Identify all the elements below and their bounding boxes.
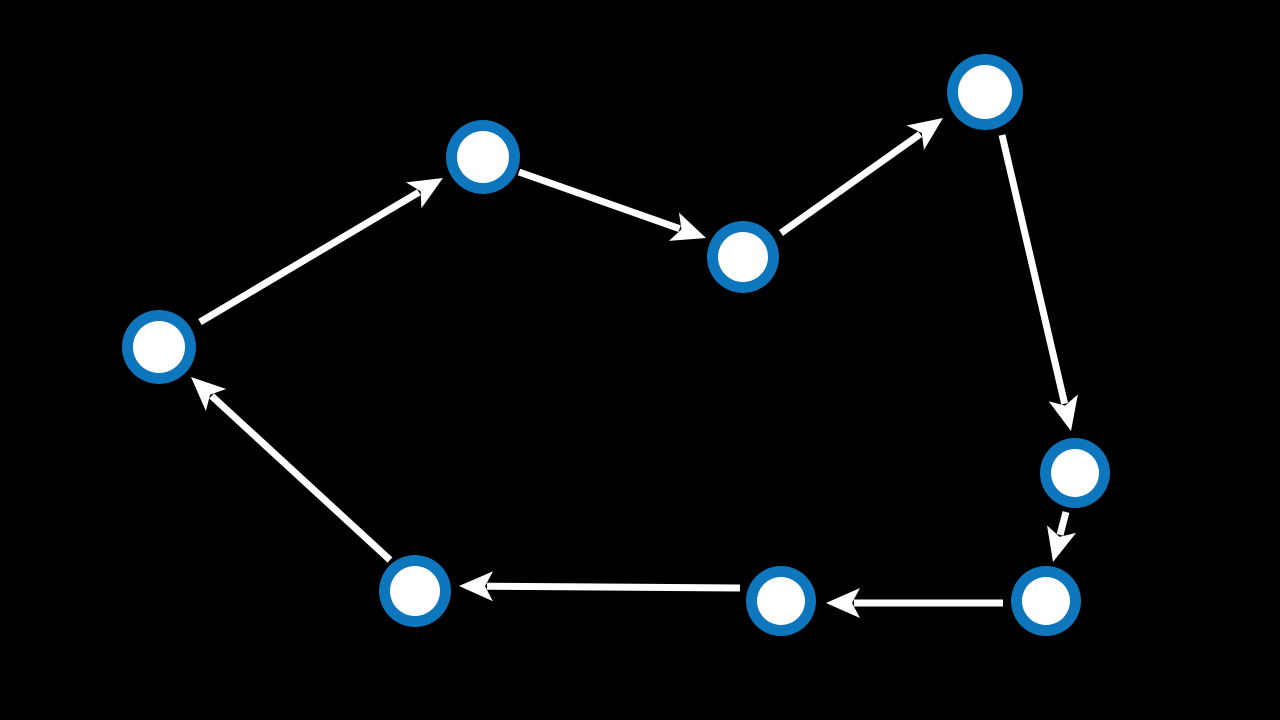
node-core — [133, 321, 185, 373]
graph-edge — [517, 168, 706, 241]
edge-shaft — [998, 134, 1069, 405]
graph-node[interactable] — [446, 120, 520, 194]
graph-edge — [191, 377, 393, 563]
edge-shaft — [1056, 511, 1070, 536]
edge-shaft — [198, 189, 421, 326]
node-core — [757, 577, 805, 625]
edge-layer — [191, 118, 1078, 618]
node-core — [718, 232, 768, 282]
arrow-head-icon — [1047, 525, 1077, 562]
edge-shaft — [778, 131, 923, 236]
node-core — [457, 131, 509, 183]
arrow-head-icon — [1048, 394, 1078, 431]
node-core — [958, 65, 1012, 119]
arrow-head-icon — [459, 571, 494, 602]
graph-node[interactable] — [1040, 438, 1110, 508]
graph-edge — [459, 571, 741, 602]
arrow-head-icon — [191, 377, 227, 412]
graph-node[interactable] — [122, 310, 196, 384]
node-core — [390, 566, 440, 616]
node-core — [1022, 577, 1070, 625]
graph-edge — [998, 134, 1078, 431]
edge-shaft — [517, 168, 681, 232]
graph-edge — [198, 178, 443, 326]
arrow-head-icon — [906, 118, 943, 150]
graph-node[interactable] — [746, 566, 816, 636]
node-core — [1051, 449, 1099, 497]
graph-node[interactable] — [947, 54, 1023, 130]
graph-edge — [826, 588, 1003, 618]
edge-shaft — [209, 393, 393, 563]
arrow-head-icon — [406, 178, 443, 209]
edge-shaft — [486, 582, 741, 592]
arrow-head-icon — [826, 588, 860, 618]
graph-edge — [778, 118, 943, 236]
graph-node[interactable] — [1011, 566, 1081, 636]
arrow-head-icon — [668, 212, 706, 241]
node-layer — [122, 54, 1110, 636]
graph-node[interactable] — [707, 221, 779, 293]
graph-edge — [1047, 511, 1077, 562]
graph-node[interactable] — [379, 555, 451, 627]
